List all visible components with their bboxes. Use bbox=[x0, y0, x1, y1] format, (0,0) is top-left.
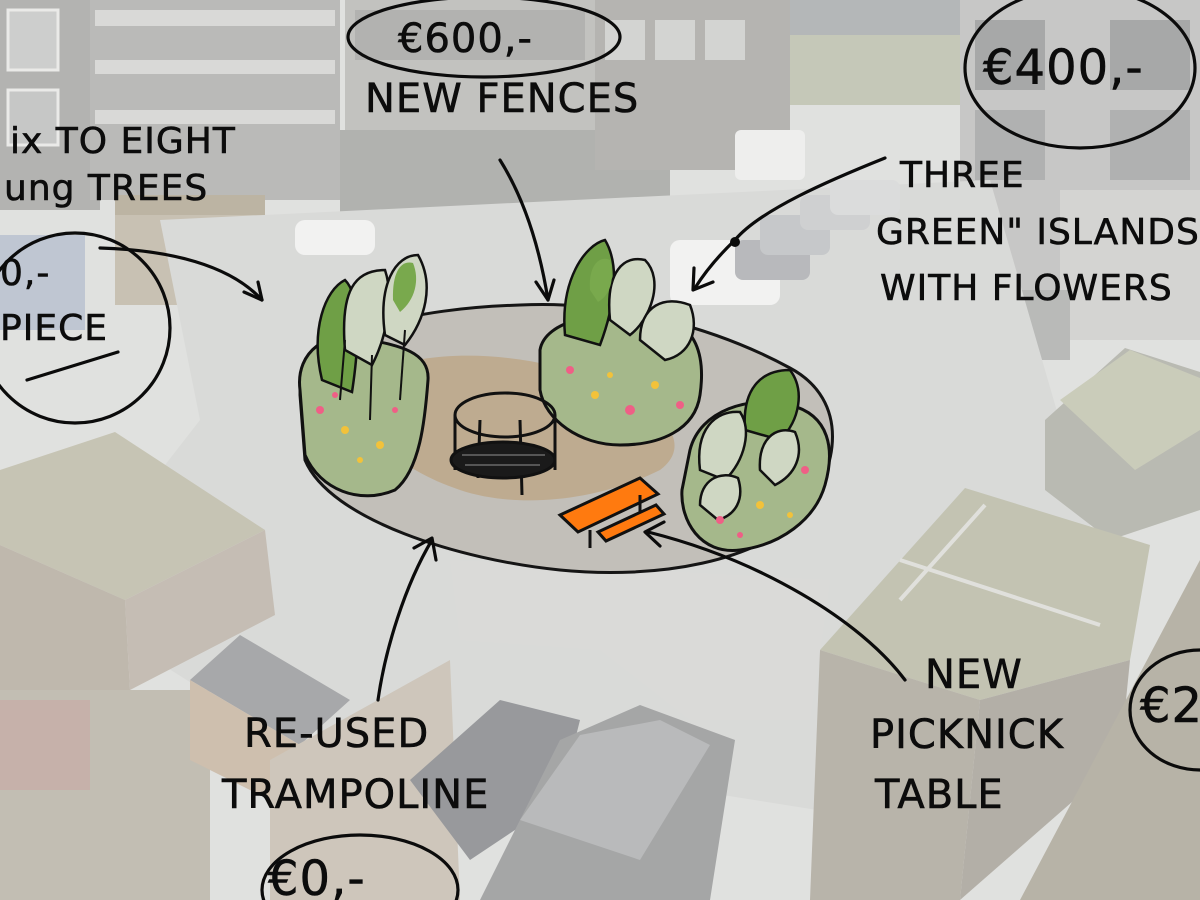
trees-price-line-1: 0,- bbox=[0, 253, 50, 294]
trees-label-line-2: ung TREES bbox=[4, 168, 208, 209]
trampoline bbox=[449, 391, 557, 496]
picnic-label-line-3: TABLE bbox=[874, 772, 1004, 818]
picnic-label-line-1: NEW bbox=[925, 652, 1023, 698]
trampoline-label-line-2: TRAMPOLINE bbox=[221, 772, 489, 818]
trampoline-label-line-1: RE-USED bbox=[244, 711, 429, 757]
picnic-label-line-2: PICKNICK bbox=[870, 712, 1065, 758]
handwritten-labels: €600,- NEW FENCES €400,- THREE GREEN" IS… bbox=[0, 16, 1200, 900]
trampoline-price-label: €0,- bbox=[268, 851, 366, 900]
islands-label-line-2: GREEN" ISLANDS bbox=[876, 212, 1200, 253]
fences-label: NEW FENCES bbox=[365, 76, 639, 122]
islands-label-line-1: THREE bbox=[899, 155, 1025, 196]
islands-label-line-3: WITH FLOWERS bbox=[880, 268, 1173, 309]
picnic-price-label: €2 bbox=[1140, 678, 1200, 734]
annotation-arrows bbox=[25, 156, 907, 702]
planting-island-left bbox=[298, 253, 430, 498]
fences-price-label: €600,- bbox=[398, 16, 533, 62]
trees-label-line-1: ix TO EIGHT bbox=[10, 121, 236, 162]
picnic-table bbox=[557, 476, 667, 548]
planting-island-top bbox=[538, 238, 704, 447]
islands-price-label: €400,- bbox=[983, 40, 1144, 96]
trees-price-line-2: PIECE bbox=[0, 308, 108, 349]
planting-island-right bbox=[680, 368, 831, 552]
